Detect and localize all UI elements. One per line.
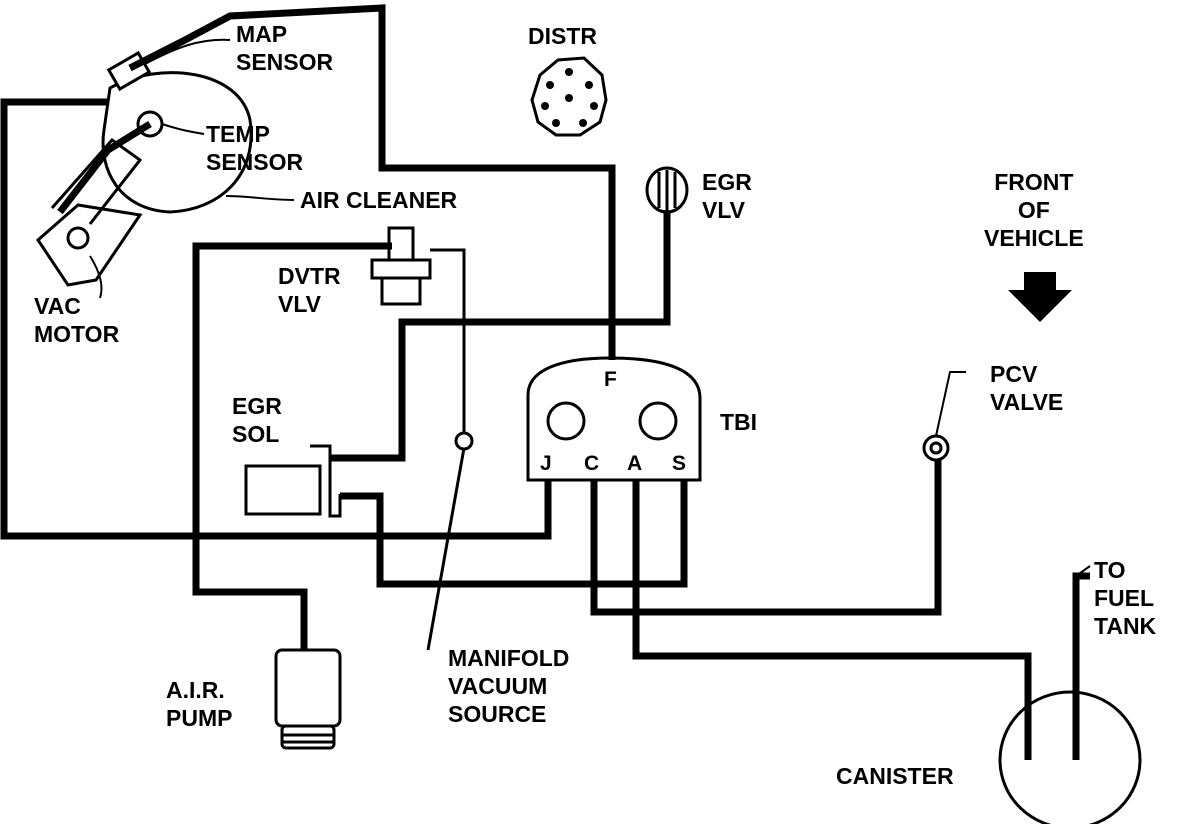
air-cleaner-label: AIR CLEANER: [300, 187, 458, 213]
tbi-label: TBI: [720, 409, 758, 435]
distr-label: DISTR: [528, 23, 597, 49]
manifold-vacuum-line: [426, 248, 474, 651]
distr-terminal: [552, 119, 560, 127]
air-cleaner-outline: [101, 71, 253, 214]
distr-terminal: [565, 68, 573, 76]
distr-terminal: [546, 81, 554, 89]
dvtr-valve: [370, 226, 432, 306]
snorkel-outline: [50, 137, 143, 225]
distr-terminal: [541, 102, 549, 110]
fuel-tank-leader: [1075, 565, 1091, 577]
leader-lines: [89, 38, 1091, 577]
canister-label: CANISTER: [836, 763, 954, 789]
canister-body: [998, 690, 1142, 824]
distributor: [530, 56, 608, 137]
manifold-leader-line: [426, 447, 466, 651]
vac-motor-port: [66, 226, 90, 250]
hose-air-cleaner-loop: [0, 98, 552, 540]
temp-sensor-leader: [161, 123, 205, 135]
hose-tbi-c-to-pcv: [590, 460, 942, 616]
tbi-port-c-label: C: [584, 452, 600, 475]
hose-egr-valve-to-solenoid: [330, 212, 671, 462]
hose-vac-motor: [57, 121, 152, 215]
distr-terminal: [590, 102, 598, 110]
vac-motor-housing: [36, 203, 143, 287]
hose-map-to-tbi-f: [128, 4, 616, 360]
tbi-port-f-label: F: [604, 368, 617, 391]
egr-solenoid-body: [244, 464, 322, 516]
pcv-valve: [922, 434, 950, 462]
pcv-valve-port: [929, 441, 943, 455]
tbi-port-s-label: S: [672, 452, 687, 475]
hose-canister-to-fuel-tank: [1072, 572, 1090, 760]
dvtr-valve-flange: [370, 258, 432, 280]
hose-tbi-a-to-canister: [632, 480, 1032, 760]
air-pump-base: [280, 724, 336, 750]
air-pump: [274, 648, 342, 750]
manifold-fitting: [454, 431, 474, 451]
tbi-unit: [526, 356, 702, 482]
egr-solenoid-bracket: [310, 444, 342, 518]
distr-center: [565, 94, 573, 102]
dvtr-valve-body: [380, 276, 422, 306]
tbi-port-a-label: A: [627, 452, 643, 475]
distr-terminal: [579, 119, 587, 127]
egr-solenoid: [244, 444, 342, 518]
distributor-cap: [530, 56, 608, 137]
distr-terminal: [585, 81, 593, 89]
pcv-valve-leader: [935, 371, 966, 437]
dvtr-valve-top: [387, 226, 415, 262]
dvtr-vacuum-line: [430, 248, 466, 434]
vacuum-hoses: [0, 4, 1090, 760]
tbi-bore: [638, 401, 678, 441]
air-pump-label: A.I.R.PUMP: [166, 677, 233, 731]
air-cleaner-leader: [225, 195, 295, 201]
egr-valve: [645, 166, 689, 214]
vac-motor-leader: [89, 255, 103, 299]
air-pump-body: [274, 648, 342, 728]
front-arrow-icon: [1008, 272, 1072, 322]
hose-solenoid-to-tbi-s: [340, 480, 688, 588]
tbi-bore: [546, 401, 586, 441]
tbi-port-j-label: J: [540, 452, 552, 475]
map-sensor-leader: [144, 38, 231, 65]
hose-dvtr-to-air-pump: [192, 242, 392, 650]
